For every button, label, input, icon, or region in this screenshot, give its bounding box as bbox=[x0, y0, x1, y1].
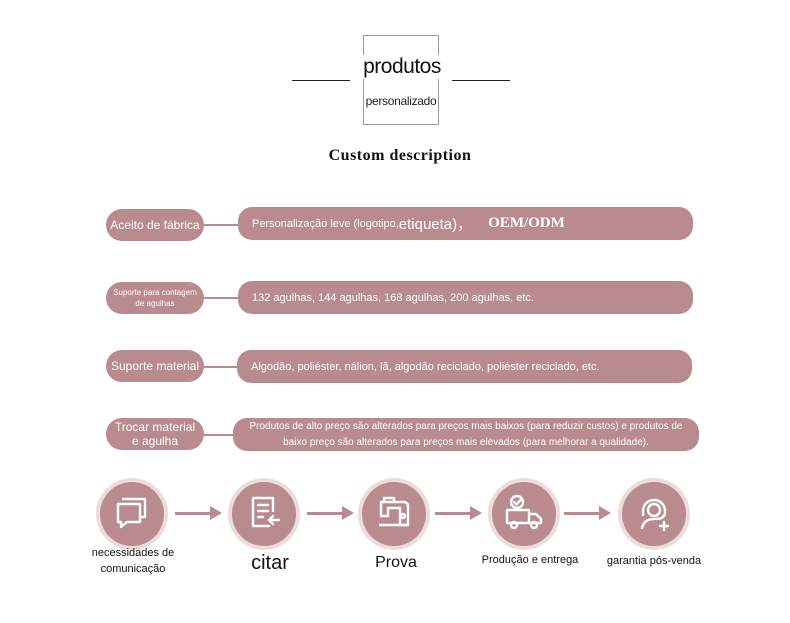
connector-line bbox=[203, 434, 240, 436]
step-label-aftersales: garantia pós-venda bbox=[606, 555, 702, 567]
connector-line bbox=[203, 297, 240, 299]
flow-arrow bbox=[435, 506, 482, 520]
step-label-quote: citar bbox=[251, 552, 289, 574]
chat-icon bbox=[113, 493, 151, 536]
spec-value-prefix: Personalização leve (logotipo, bbox=[252, 217, 399, 230]
page-title: produtos bbox=[350, 55, 454, 79]
title-divider-left bbox=[292, 80, 350, 81]
connector-line bbox=[203, 366, 240, 368]
page-subtitle: personalizado bbox=[365, 94, 437, 108]
step-production bbox=[492, 482, 556, 546]
spec-label: Suporte material bbox=[106, 350, 204, 382]
flow-arrow bbox=[175, 506, 222, 520]
sewing-machine-icon bbox=[374, 492, 414, 537]
section-description: Custom description bbox=[328, 147, 472, 164]
step-label-communication: necessidades de comunicação bbox=[91, 547, 175, 575]
spec-value: Algodão, poliéster, nálion, lã, algodão … bbox=[237, 350, 692, 383]
step-label-sample: Prova bbox=[375, 554, 417, 571]
step-quote bbox=[232, 482, 296, 546]
delivery-truck-icon bbox=[503, 492, 545, 537]
flow-arrow bbox=[307, 506, 354, 520]
spec-value: Produtos de alto preço são alterados par… bbox=[233, 418, 699, 451]
title-divider-right bbox=[452, 80, 510, 81]
step-sample bbox=[362, 482, 426, 546]
spec-value-emphasis: etiqueta)， bbox=[398, 216, 473, 233]
spec-value-oem: OEM/ODM bbox=[488, 215, 565, 231]
spec-label: Suporte para contagem de agulhas bbox=[106, 282, 204, 314]
spec-label: Trocar material e agulha bbox=[106, 418, 204, 450]
spec-value: Personalização leve (logotipo,etiqueta)，… bbox=[238, 207, 693, 240]
title-frame bbox=[363, 35, 439, 125]
flow-arrow bbox=[564, 506, 611, 520]
step-aftersales bbox=[622, 482, 686, 546]
step-label-production: Produção e entrega bbox=[481, 554, 579, 566]
spec-value: 132 agulhas, 144 agulhas, 168 agulhas, 2… bbox=[238, 281, 693, 314]
spec-label: Aceito de fábrica bbox=[106, 209, 204, 241]
connector-line bbox=[203, 224, 240, 226]
quote-document-icon bbox=[245, 493, 283, 536]
step-communication bbox=[100, 482, 164, 546]
customer-support-icon bbox=[634, 492, 674, 537]
